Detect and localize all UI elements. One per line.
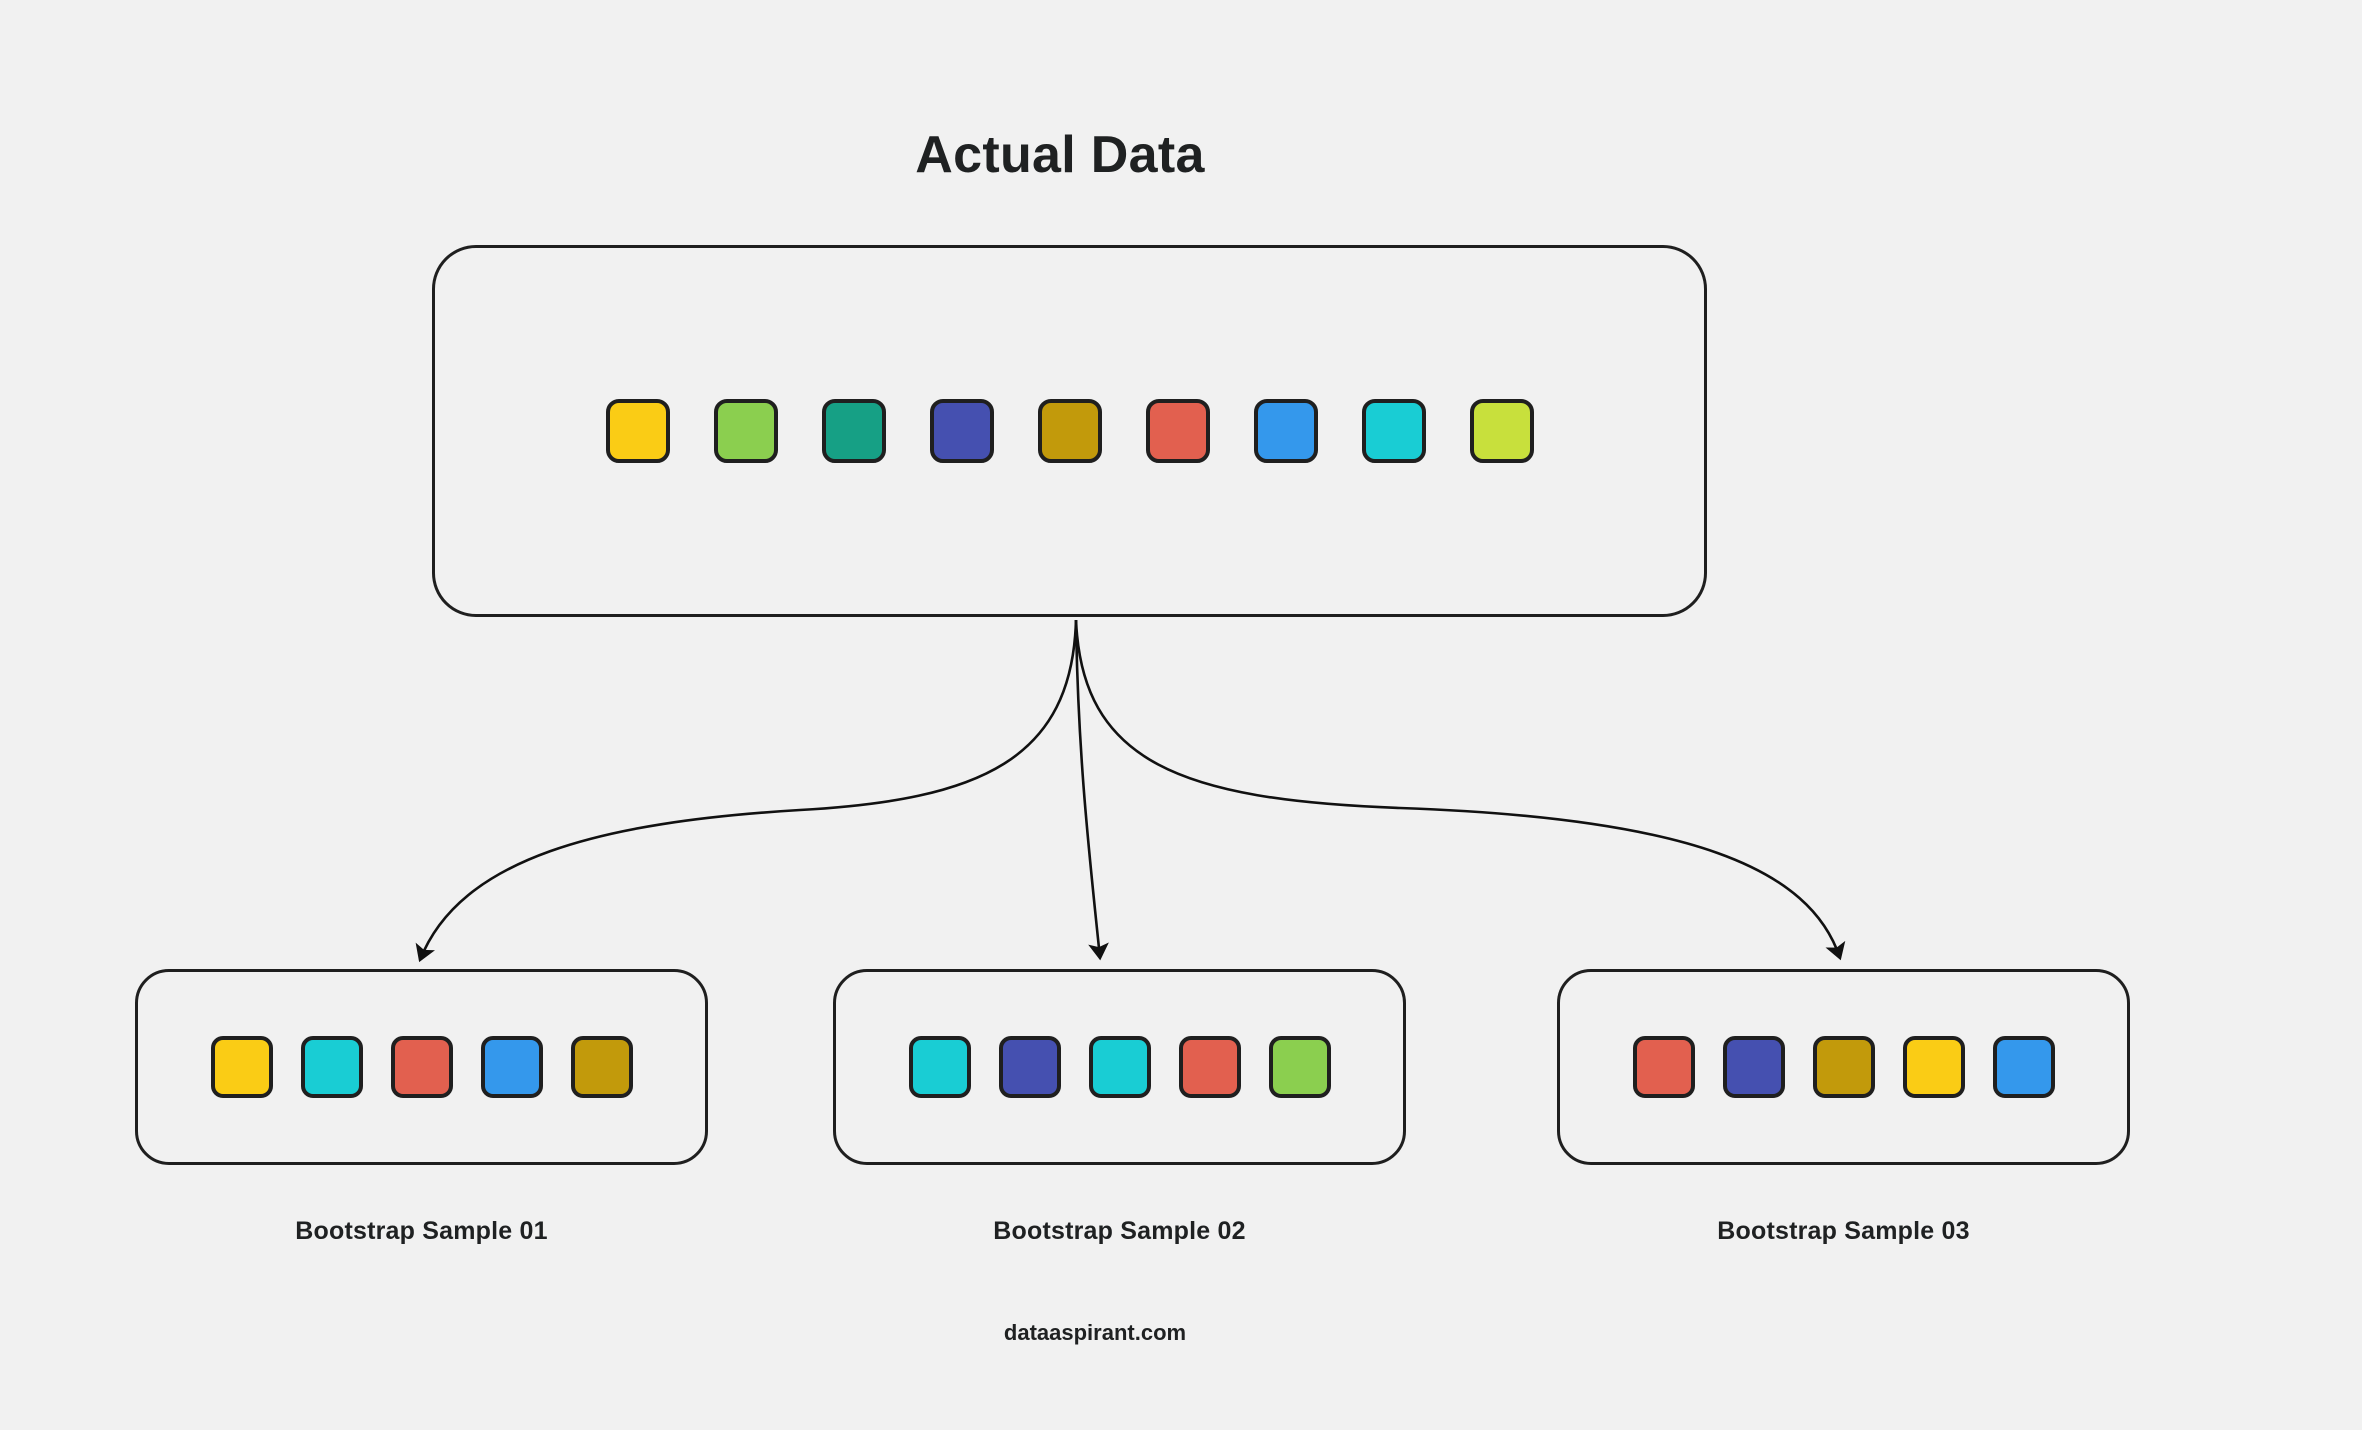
data-cell [1361, 399, 1426, 463]
bootstrap-sample-01-label: Bootstrap Sample 01 [295, 1217, 548, 1245]
sample-cell [1632, 1036, 1695, 1098]
bootstrap-sample-02-label: Bootstrap Sample 02 [993, 1217, 1246, 1245]
sample-cell [1088, 1036, 1151, 1098]
sample-cell [480, 1036, 543, 1098]
sample-cell [1268, 1036, 1331, 1098]
sample-cell [390, 1036, 453, 1098]
bootstrap-sample-03-label: Bootstrap Sample 03 [1717, 1217, 1970, 1245]
arrow-to-sample-03 [1074, 619, 1846, 961]
bootstrap-sample-02-box [833, 969, 1406, 1165]
data-cell [605, 399, 670, 463]
sample-cell [570, 1036, 633, 1098]
data-cell [929, 399, 994, 463]
sample-cell [908, 1036, 971, 1098]
sample-cell [210, 1036, 273, 1098]
sample-cell [1902, 1036, 1965, 1098]
sample-cell [1178, 1036, 1241, 1098]
data-cell [713, 399, 778, 463]
data-cell [1145, 399, 1210, 463]
data-cell [1469, 399, 1534, 463]
arrow-to-sample-01 [415, 619, 1078, 963]
actual-data-row [435, 248, 1704, 614]
bootstrap-sample-03-box [1557, 969, 2130, 1165]
page-title: Actual Data [915, 126, 1205, 184]
bootstrap-sample-01-box [135, 969, 708, 1165]
data-cell [1253, 399, 1318, 463]
sample-cell [998, 1036, 1061, 1098]
sample-cell [1722, 1036, 1785, 1098]
footer-watermark: dataaspirant.com [1003, 1320, 1187, 1345]
sample-cell [300, 1036, 363, 1098]
actual-data-box [432, 245, 1707, 617]
sample-cell [1812, 1036, 1875, 1098]
data-cell [1037, 399, 1102, 463]
arrow-to-sample-02 [1074, 619, 1109, 961]
sample-cell [1992, 1036, 2055, 1098]
data-cell [821, 399, 886, 463]
